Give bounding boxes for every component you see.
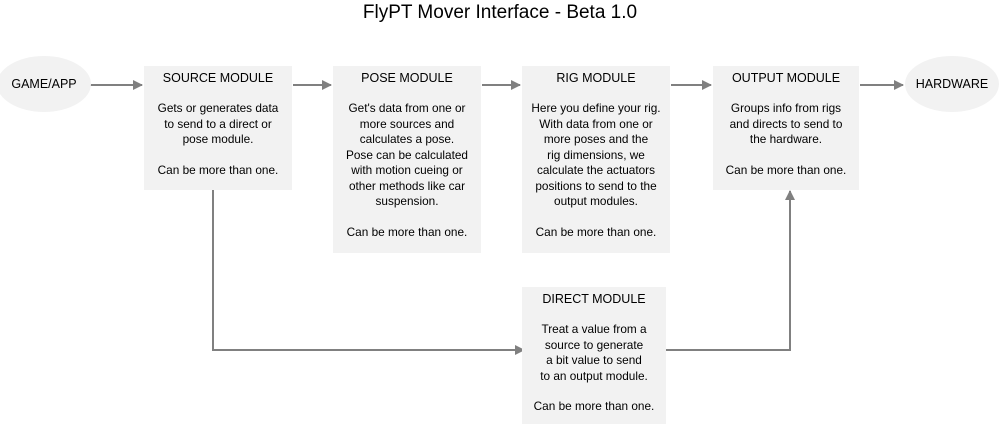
source-module-title: SOURCE MODULE — [162, 71, 274, 85]
arrow-source-to-direct — [212, 190, 525, 355]
output-module-title: OUTPUT MODULE — [731, 71, 841, 85]
rig-module-description: Here you define your rig. With data from… — [531, 101, 661, 208]
direct-module-box: DIRECT MODULE Treat a value from a sourc… — [522, 287, 666, 424]
arrow-direct-to-output — [666, 190, 795, 351]
game-app-terminal: GAME/APP — [0, 56, 91, 112]
pose-module-box: POSE MODULE Get's data from one or more … — [333, 66, 481, 253]
rig-module-footer: Can be more than one. — [535, 224, 657, 239]
pose-module-description: Get's data from one or more sources and … — [346, 101, 468, 208]
hardware-terminal: HARDWARE — [905, 56, 999, 112]
output-module-description: Groups info from rigs and directs to sen… — [729, 101, 843, 146]
source-module-footer: Can be more than one. — [157, 162, 279, 177]
source-module-description: Gets or generates data to send to a dire… — [157, 101, 279, 146]
game-app-label: GAME/APP — [11, 77, 77, 91]
pose-module-footer: Can be more than one. — [346, 224, 468, 239]
diagram-title: FlyPT Mover Interface - Beta 1.0 — [362, 2, 638, 23]
direct-module-title: DIRECT MODULE — [542, 292, 646, 306]
output-module-box: OUTPUT MODULE Groups info from rigs and … — [713, 66, 859, 190]
hardware-label: HARDWARE — [915, 77, 989, 91]
direct-module-footer: Can be more than one. — [533, 399, 655, 413]
pose-module-title: POSE MODULE — [361, 71, 453, 85]
source-module-box: SOURCE MODULE Gets or generates data to … — [144, 66, 292, 190]
rig-module-title: RIG MODULE — [556, 71, 636, 85]
rig-module-box: RIG MODULE Here you define your rig. Wit… — [522, 66, 670, 253]
direct-module-description: Treat a value from a source to generate … — [540, 322, 648, 383]
output-module-footer: Can be more than one. — [725, 162, 847, 177]
